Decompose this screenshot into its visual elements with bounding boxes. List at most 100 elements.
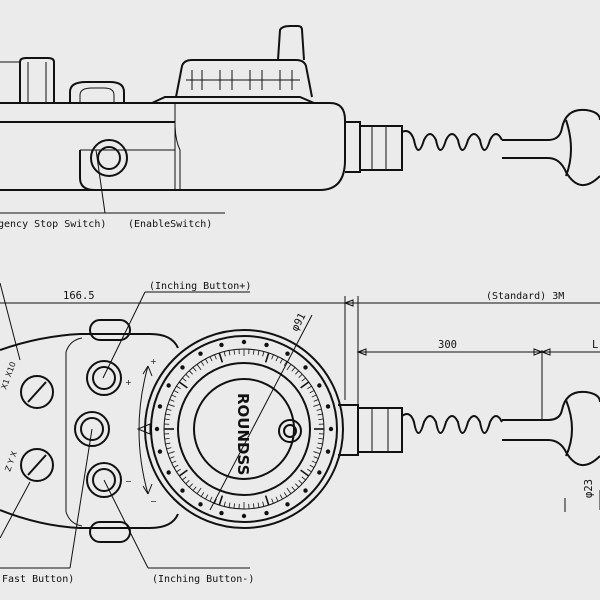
graduation-tick xyxy=(316,447,322,450)
dim-l: L xyxy=(592,339,598,351)
rim-notch xyxy=(166,470,171,475)
enable-switch-label: (EnableSwitch) xyxy=(128,219,212,230)
handwheel-rim xyxy=(154,339,334,519)
graduation-tick xyxy=(262,501,265,507)
graduation-tick xyxy=(182,377,187,382)
dim-phi91: φ91 xyxy=(289,311,309,333)
graduation-tick xyxy=(209,496,213,502)
cable-coil-top xyxy=(401,130,503,151)
graduation-tick xyxy=(298,480,303,485)
graduation-tick xyxy=(166,447,172,450)
graduation-tick xyxy=(178,381,188,389)
graduation-tick xyxy=(169,456,175,459)
graduation-tick xyxy=(188,370,193,375)
graduation-tick xyxy=(313,403,321,407)
graduation-tick xyxy=(192,367,197,372)
handwheel-ticks xyxy=(164,349,324,509)
graduation-tick xyxy=(291,367,296,372)
graduation-tick xyxy=(164,438,170,440)
graduation-tick xyxy=(275,356,279,362)
graduation-tick xyxy=(192,486,197,491)
graduation-tick xyxy=(257,350,260,356)
graduation-tick xyxy=(166,408,172,411)
brand-logo: ROUNDSS xyxy=(234,393,252,475)
graduation-tick xyxy=(228,350,231,356)
plus-mark: + xyxy=(125,378,132,387)
graduation-tick xyxy=(182,476,187,481)
rim-notch xyxy=(166,383,171,388)
graduation-tick xyxy=(286,487,292,494)
graduation-tick xyxy=(275,496,279,502)
cable-coil-front xyxy=(401,413,503,434)
minus-mark: − xyxy=(125,477,132,486)
graduation-tick xyxy=(169,399,175,402)
rim-notch xyxy=(219,510,224,516)
fast-button xyxy=(74,411,110,447)
graduation-tick xyxy=(311,460,317,464)
graduation-tick xyxy=(318,418,324,420)
rim-notch xyxy=(154,426,160,432)
graduation-tick xyxy=(307,468,312,473)
svg-text:+: + xyxy=(150,357,157,366)
fast-button-label: Fast Button) xyxy=(2,574,74,585)
graduation-tick xyxy=(271,354,274,360)
dim-phi23: φ23 xyxy=(583,479,595,498)
graduation-tick xyxy=(205,494,209,500)
svg-text:X1 X10: X1 X10 xyxy=(0,361,18,391)
graduation-tick xyxy=(165,413,171,416)
side-view-body xyxy=(0,102,346,191)
rim-notch xyxy=(241,513,247,519)
graduation-tick xyxy=(196,364,202,371)
graduation-tick xyxy=(223,501,226,507)
dim-300: 300 xyxy=(438,339,457,351)
rim-notch xyxy=(285,351,290,356)
graduation-tick xyxy=(298,373,303,378)
svg-text:Z Y X: Z Y X xyxy=(3,449,19,472)
side-buttons xyxy=(69,81,125,103)
rim-notch xyxy=(198,351,203,356)
enable-switch-inner xyxy=(97,146,121,170)
graduation-tick xyxy=(283,492,288,497)
graduation-tick xyxy=(233,503,235,509)
graduation-tick xyxy=(309,390,315,394)
graduation-tick xyxy=(300,381,310,389)
rim-notch xyxy=(303,365,308,370)
graduation-tick xyxy=(283,361,288,366)
graduation-tick xyxy=(307,385,312,390)
graduation-tick xyxy=(253,349,255,355)
rim-notch xyxy=(264,510,269,516)
graduation-tick xyxy=(223,351,226,357)
inching-plus-button xyxy=(86,360,122,396)
rim-notch xyxy=(325,404,331,409)
graduation-tick xyxy=(164,418,170,420)
graduation-tick xyxy=(196,487,202,494)
dim-166: 166.5 xyxy=(63,290,95,302)
graduation-tick xyxy=(218,495,224,506)
inching-plus-label: (Inching Button+) xyxy=(149,281,251,292)
graduation-tick xyxy=(279,358,283,364)
rim-notch xyxy=(180,488,185,493)
graduation-tick xyxy=(286,364,292,371)
emergency-stop-label: gency Stop Switch) xyxy=(0,219,106,230)
graduation-tick xyxy=(209,356,213,362)
grip-top xyxy=(89,319,131,341)
graduation-tick xyxy=(167,451,175,455)
graduation-tick xyxy=(301,377,306,382)
graduation-tick xyxy=(228,502,231,508)
rim-notch xyxy=(157,449,163,454)
graduation-tick xyxy=(185,373,190,378)
enable-switch-outer xyxy=(90,139,128,177)
cable-gland-front xyxy=(357,407,403,453)
graduation-tick xyxy=(295,483,300,488)
graduation-tick xyxy=(317,442,323,445)
graduation-tick xyxy=(295,370,300,375)
graduation-tick xyxy=(171,460,177,464)
wheel-handle-side xyxy=(277,25,305,61)
graduation-tick xyxy=(253,503,255,509)
handwheel-center xyxy=(193,378,295,480)
graduation-tick xyxy=(218,352,224,363)
rim-notch xyxy=(264,342,269,348)
graduation-tick xyxy=(167,403,175,407)
graduation-tick xyxy=(313,399,319,402)
